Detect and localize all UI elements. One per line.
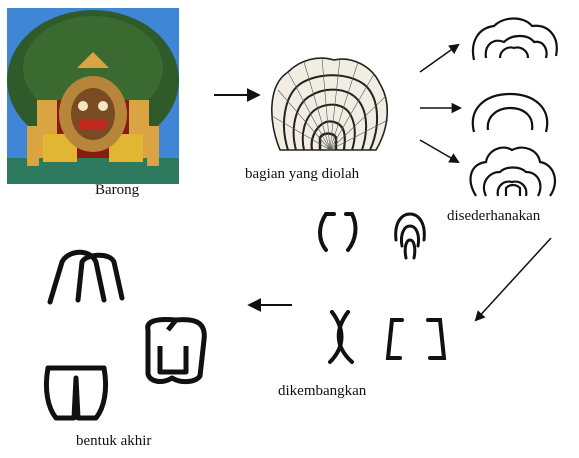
label-simplified: disederhanakan	[447, 208, 540, 225]
processed-part-fan	[272, 58, 388, 150]
arrow-to-simplified-3	[420, 140, 458, 162]
label-processed-part: bagian yang diolah	[245, 166, 359, 183]
arrow-to-simplified-1	[420, 45, 458, 72]
simplified-shape-1	[473, 19, 557, 61]
final-form-arch	[50, 252, 122, 302]
label-final-form: bentuk akhir	[76, 433, 151, 450]
crossed-strokes	[330, 312, 352, 362]
bracket-rounded	[388, 320, 444, 358]
arrow-simplified-to-developed	[476, 238, 551, 320]
final-form-legs	[46, 368, 105, 418]
bracket-pair	[320, 214, 355, 250]
final-form-tooth	[148, 319, 205, 381]
hairpin-glyph	[396, 214, 425, 258]
simplified-shape-2	[473, 94, 547, 132]
label-developed: dikembangkan	[278, 383, 366, 400]
label-barong: Barong	[95, 182, 139, 199]
simplified-shape-3	[471, 148, 555, 196]
